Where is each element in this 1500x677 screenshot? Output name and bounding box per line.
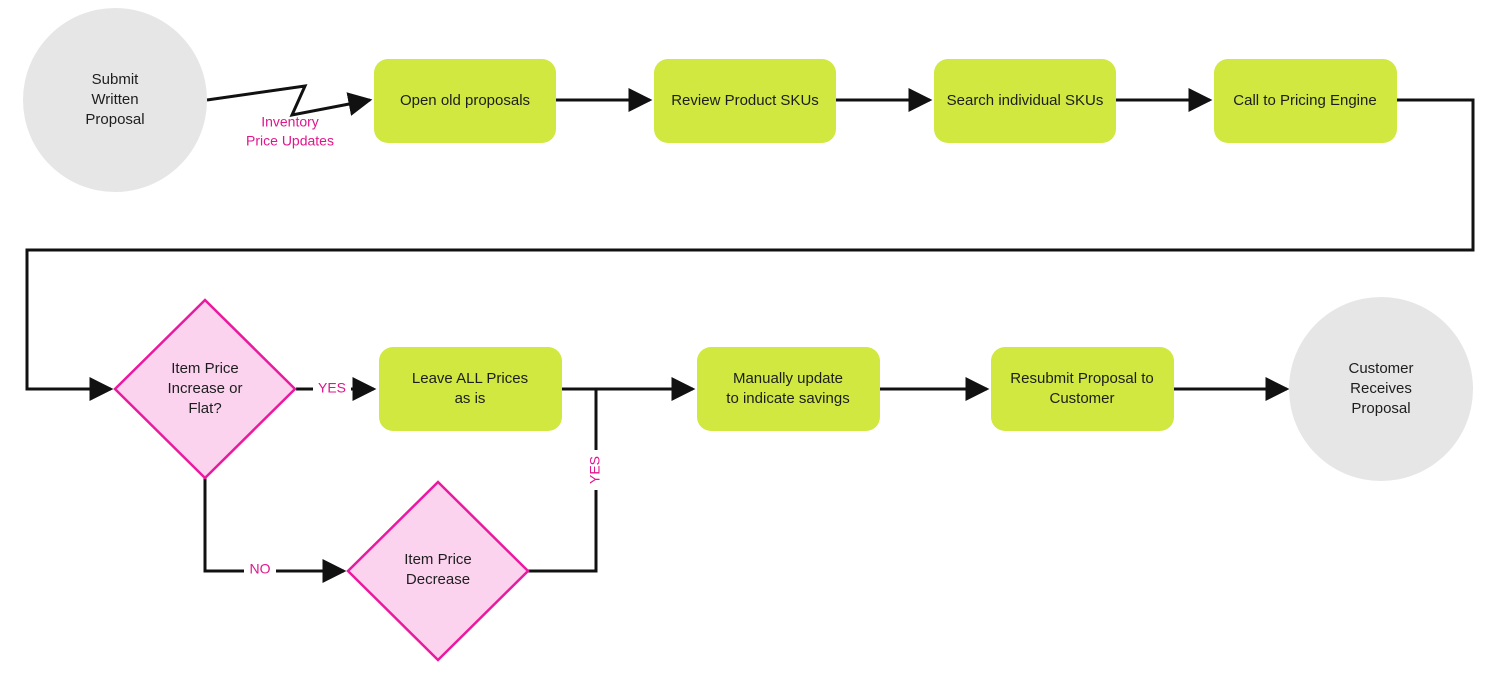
submit-label-line3: Proposal: [85, 111, 144, 128]
process-manually-update: Manually update to indicate savings: [697, 347, 880, 431]
connector-submit-to-open: [206, 84, 373, 118]
process-search-individual-skus: Search individual SKUs: [934, 59, 1116, 143]
decision-price-decrease: Item Price Decrease: [346, 480, 530, 662]
terminal-submit-proposal: Submit Written Proposal: [23, 8, 207, 192]
leave-prices-line1: Leave ALL Prices: [412, 370, 528, 387]
decision-increase-line3: Flat?: [188, 400, 221, 417]
connector-decision-no: [203, 478, 347, 583]
submit-label-line1: Submit: [92, 71, 140, 88]
edge-label-inventory-line1: Inventory: [261, 114, 319, 130]
customer-label-line2: Receives: [1350, 380, 1412, 397]
resubmit-line1: Resubmit Proposal to: [1010, 370, 1153, 387]
customer-label-line1: Customer: [1348, 360, 1413, 377]
decision-decrease-line1: Item Price: [404, 551, 472, 568]
edge-label-yes-top: YES: [318, 380, 346, 396]
edge-label-inventory-line2: Price Updates: [246, 133, 334, 149]
process-open-old-proposals: Open old proposals: [374, 59, 556, 143]
terminal-customer-receives: Customer Receives Proposal: [1289, 297, 1473, 481]
decision-decrease-line2: Decrease: [406, 571, 470, 588]
process-call-pricing-engine: Call to Pricing Engine: [1214, 59, 1397, 143]
yes-vertical-label-bg: [585, 450, 607, 490]
manual-update-line2: to indicate savings: [726, 390, 849, 407]
customer-label-line3: Proposal: [1351, 400, 1410, 417]
process-review-product-skus: Review Product SKUs: [654, 59, 836, 143]
leave-prices-line2: as is: [455, 390, 486, 407]
no-label-bg: [244, 560, 276, 582]
yes-top-label-bg: [313, 378, 351, 400]
connector-decrease-yes: [528, 389, 598, 573]
decision-increase-line2: Increase or: [167, 380, 242, 397]
pricing-engine-label: Call to Pricing Engine: [1233, 92, 1376, 109]
review-skus-label: Review Product SKUs: [671, 92, 819, 109]
decision-increase-line1: Item Price: [171, 360, 239, 377]
edge-label-yes-vertical: YES: [587, 456, 603, 484]
edge-label-no: NO: [250, 561, 271, 577]
open-old-label: Open old proposals: [400, 92, 530, 109]
connectors: [25, 84, 1475, 583]
process-resubmit-proposal: Resubmit Proposal to Customer: [991, 347, 1174, 431]
resubmit-line2: Customer: [1049, 390, 1114, 407]
search-skus-label: Search individual SKUs: [947, 92, 1104, 109]
submit-label-line2: Written: [91, 91, 138, 108]
decision-increase-or-flat: Item Price Increase or Flat?: [113, 298, 297, 480]
manual-update-line1: Manually update: [733, 370, 843, 387]
process-leave-all-prices: Leave ALL Prices as is: [379, 347, 562, 431]
connector-engine-to-decision: [25, 98, 1475, 401]
